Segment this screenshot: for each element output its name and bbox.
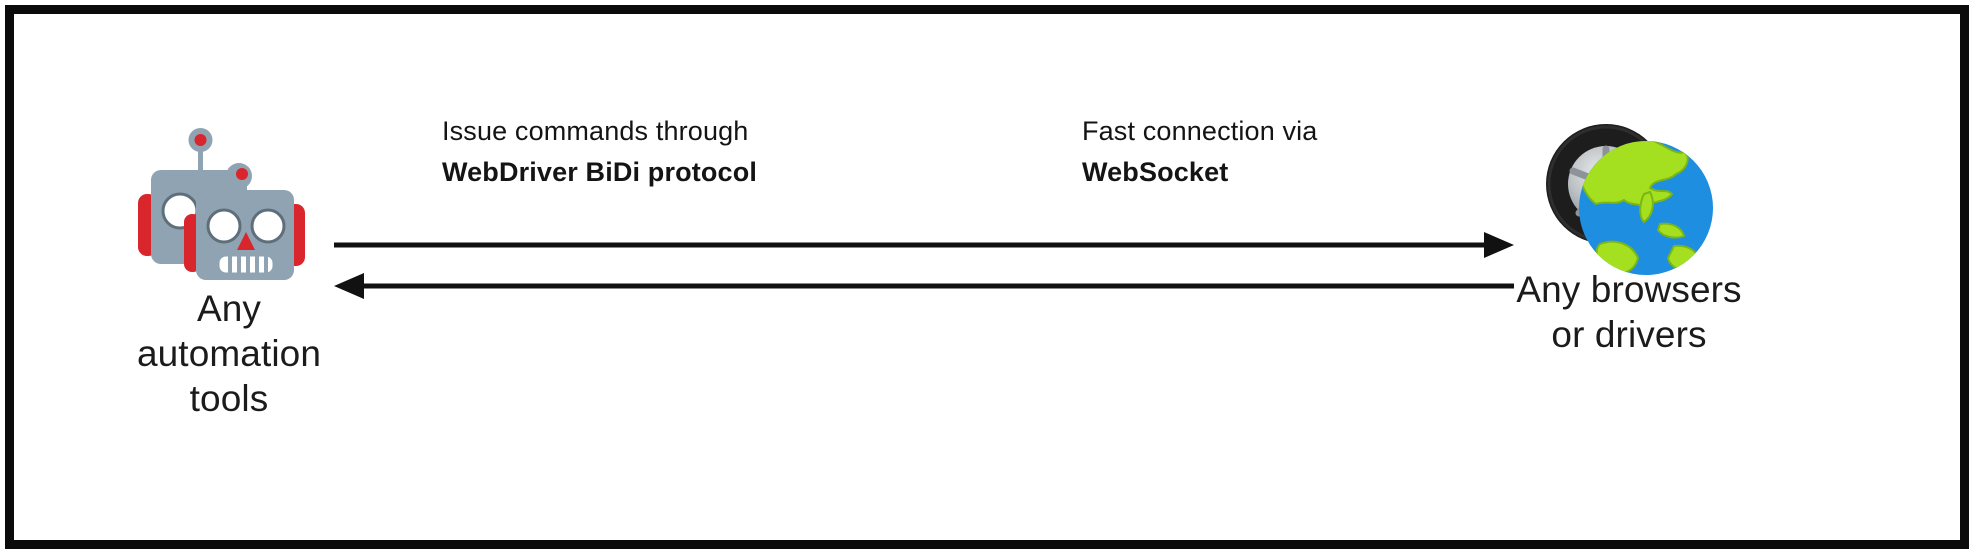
commands-annotation: Issue commands through WebDriver BiDi pr… bbox=[442, 114, 757, 191]
left-node-caption: Any automation tools bbox=[84, 286, 374, 421]
connection-annotation: Fast connection via WebSocket bbox=[1082, 114, 1317, 191]
left-caption-line-1: Any bbox=[196, 288, 262, 329]
left-caption-line-3: tools bbox=[189, 378, 269, 420]
robot-front-head bbox=[184, 190, 305, 280]
globe-and-tire-icon bbox=[1534, 118, 1719, 283]
arrow-left-to-right bbox=[334, 232, 1514, 258]
arrow-right-to-left bbox=[334, 273, 1514, 299]
bidirectional-arrows bbox=[334, 229, 1514, 319]
diagram-frame: Any automation tools Issue commands thro… bbox=[5, 5, 1969, 549]
left-caption-line-2: automation bbox=[136, 333, 322, 375]
right-caption-line-1: Any browsers bbox=[1516, 269, 1742, 310]
right-node-caption: Any browsers or drivers bbox=[1449, 267, 1809, 357]
connection-annotation-line-bold: WebSocket bbox=[1082, 156, 1229, 187]
commands-annotation-line-bold: WebDriver BiDi protocol bbox=[442, 156, 757, 187]
connection-annotation-line-regular: Fast connection via bbox=[1082, 116, 1318, 146]
robot-icon bbox=[134, 126, 324, 281]
diagram-canvas: Any automation tools Issue commands thro… bbox=[14, 14, 1960, 540]
commands-annotation-line-regular: Issue commands through bbox=[442, 116, 749, 146]
right-caption-line-2: or drivers bbox=[1551, 314, 1707, 356]
